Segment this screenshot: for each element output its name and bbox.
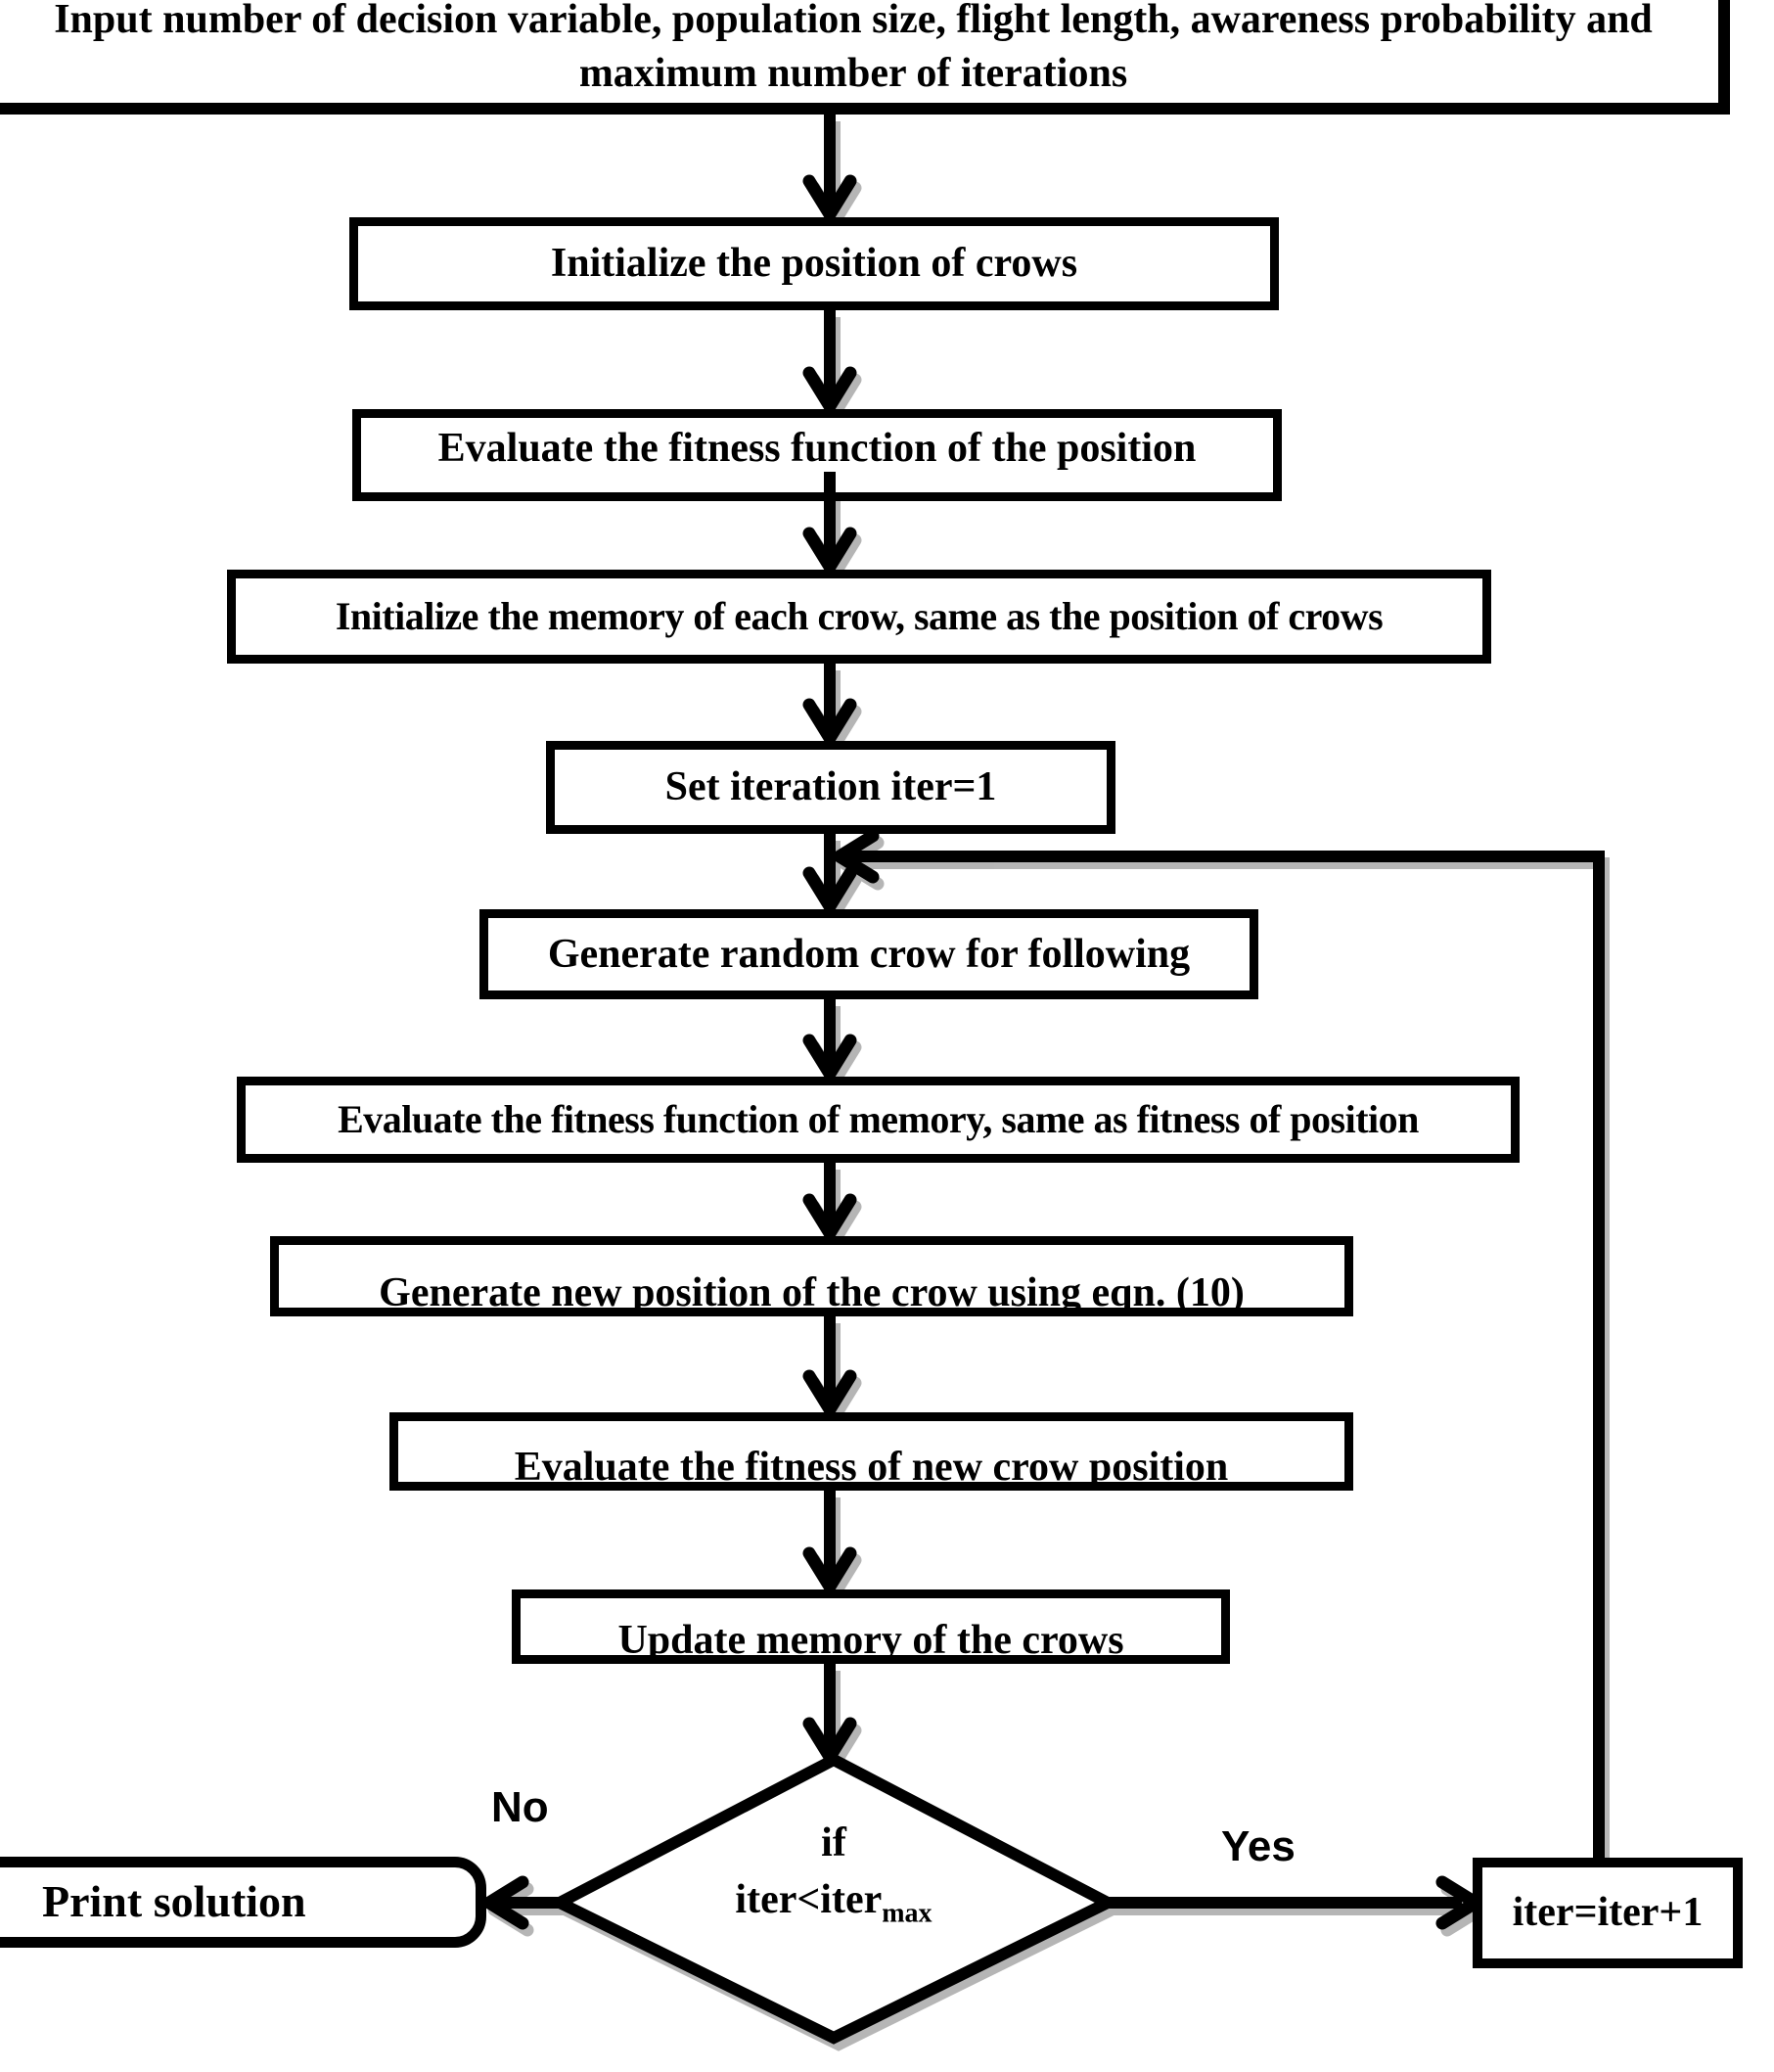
flow-node-random-crow-label: Generate random crow for following [547, 931, 1191, 977]
arrowhead-down-icon [802, 1717, 857, 1764]
arrowhead-down-icon [802, 174, 857, 221]
flow-node-set-iter: Set iteration iter=1 [546, 741, 1115, 834]
flow-node-new-position: Generate new position of the crow using … [270, 1236, 1353, 1316]
arrowhead-down-icon [802, 527, 857, 574]
connector-lines [501, 115, 1605, 1909]
flow-node-print-solution-label: Print solution [42, 1876, 306, 1927]
flow-node-random-crow: Generate random crow for following [479, 909, 1258, 999]
arrowhead-down-icon [802, 1193, 857, 1240]
arrowhead-down-icon [802, 866, 857, 913]
flow-node-eval-new-label: Evaluate the fitness of new crow positio… [514, 1444, 1229, 1490]
flow-node-input: Input number of decision variable, popul… [0, 0, 1730, 115]
arrowhead-left-icon [482, 1875, 529, 1930]
decision-label-line2: iter<itermax [735, 1876, 932, 1929]
flow-node-update-memory-label: Update memory of the crows [617, 1617, 1124, 1663]
flow-node-print-solution: Print solution [0, 1857, 486, 1948]
flow-node-iter-increment: iter=iter+1 [1473, 1858, 1743, 1968]
flow-node-eval-memory: Evaluate the fitness function of memory,… [237, 1077, 1520, 1163]
flow-node-eval-memory-label: Evaluate the fitness function of memory,… [338, 1097, 1419, 1141]
arrowhead-down-icon [802, 698, 857, 745]
flow-node-eval-fitness-label: Evaluate the fitness function of the pos… [437, 425, 1197, 471]
flow-node-init-memory-label: Initialize the memory of each crow, same… [335, 594, 1384, 638]
flow-node-init-position: Initialize the position of crows [349, 217, 1279, 310]
decision-label: if iter<itermax [638, 1816, 1029, 1929]
decision-label-line1: if [821, 1820, 846, 1865]
arrowhead-down-icon [802, 1034, 857, 1081]
flow-node-set-iter-label: Set iteration iter=1 [664, 764, 997, 810]
edge-label-no: No [491, 1783, 549, 1831]
arrowhead-down-icon [802, 1369, 857, 1416]
flow-node-init-memory: Initialize the memory of each crow, same… [227, 570, 1491, 664]
arrowhead-down-icon [802, 366, 857, 413]
decision-diamond [546, 1753, 1121, 2045]
arrowhead-left-icon [833, 829, 880, 884]
connector-tail [824, 472, 836, 501]
flow-node-iter-increment-label: iter=iter+1 [1512, 1890, 1704, 1936]
flow-node-eval-new: Evaluate the fitness of new crow positio… [389, 1412, 1353, 1491]
arrowhead-down-icon [802, 1546, 857, 1593]
flow-node-update-memory: Update memory of the crows [512, 1589, 1230, 1664]
flow-node-init-position-label: Initialize the position of crows [550, 241, 1078, 287]
flow-node-new-position-label: Generate new position of the crow using … [379, 1269, 1245, 1315]
edge-loop-back [849, 851, 1605, 1858]
edge-label-yes: Yes [1221, 1822, 1296, 1870]
flow-node-input-label: Input number of decision variable, popul… [54, 0, 1653, 96]
flow-node-eval-fitness: Evaluate the fitness function of the pos… [352, 409, 1282, 501]
